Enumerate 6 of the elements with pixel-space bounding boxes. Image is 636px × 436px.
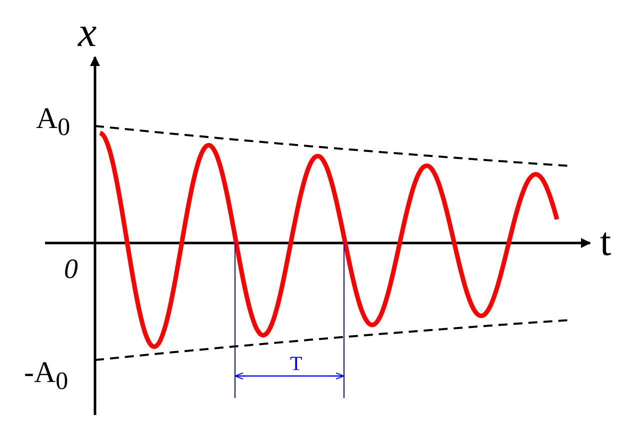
- period-label: T: [290, 354, 302, 374]
- amplitude-label: A$_{0}$: [36, 104, 70, 140]
- axis-label: t: [600, 222, 612, 262]
- amplitude-label: -A$_{0}$: [24, 358, 68, 394]
- origin-label: 0: [64, 256, 78, 284]
- axis-label: x: [78, 12, 97, 54]
